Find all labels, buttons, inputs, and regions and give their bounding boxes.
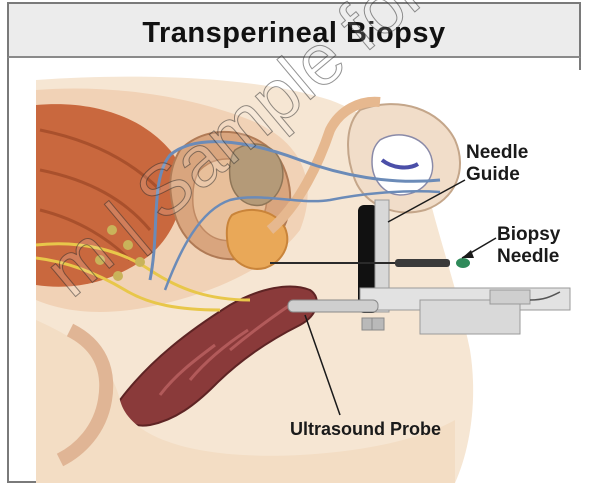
lymph-node	[135, 257, 145, 267]
biopsy-needle-label-line-2: Needle	[497, 246, 560, 268]
stepper-handle	[490, 290, 530, 304]
lymph-node	[113, 271, 123, 281]
biopsy-needle-hub	[456, 258, 470, 268]
stepper-block	[420, 300, 520, 334]
lymph-node	[107, 225, 117, 235]
testis	[372, 135, 433, 195]
title-bar: Transperineal Biopsy	[7, 2, 581, 58]
biopsy-needle-body	[395, 259, 450, 267]
ultrasound-probe	[288, 300, 378, 312]
biopsy-needle-label-line-1: Biopsy	[497, 224, 560, 246]
needle-guide-label: Needle Guide	[466, 142, 528, 186]
needle-guide-label-line-1: Needle	[466, 142, 528, 164]
lymph-node	[123, 240, 133, 250]
figure-title: Transperineal Biopsy	[9, 17, 579, 50]
biopsy-needle-label: Biopsy Needle	[497, 224, 560, 268]
needle-guide-label-line-2: Guide	[466, 164, 528, 186]
ultrasound-probe-label: Ultrasound Probe	[290, 418, 441, 440]
probe-foot	[372, 318, 384, 330]
lymph-node	[95, 255, 105, 265]
